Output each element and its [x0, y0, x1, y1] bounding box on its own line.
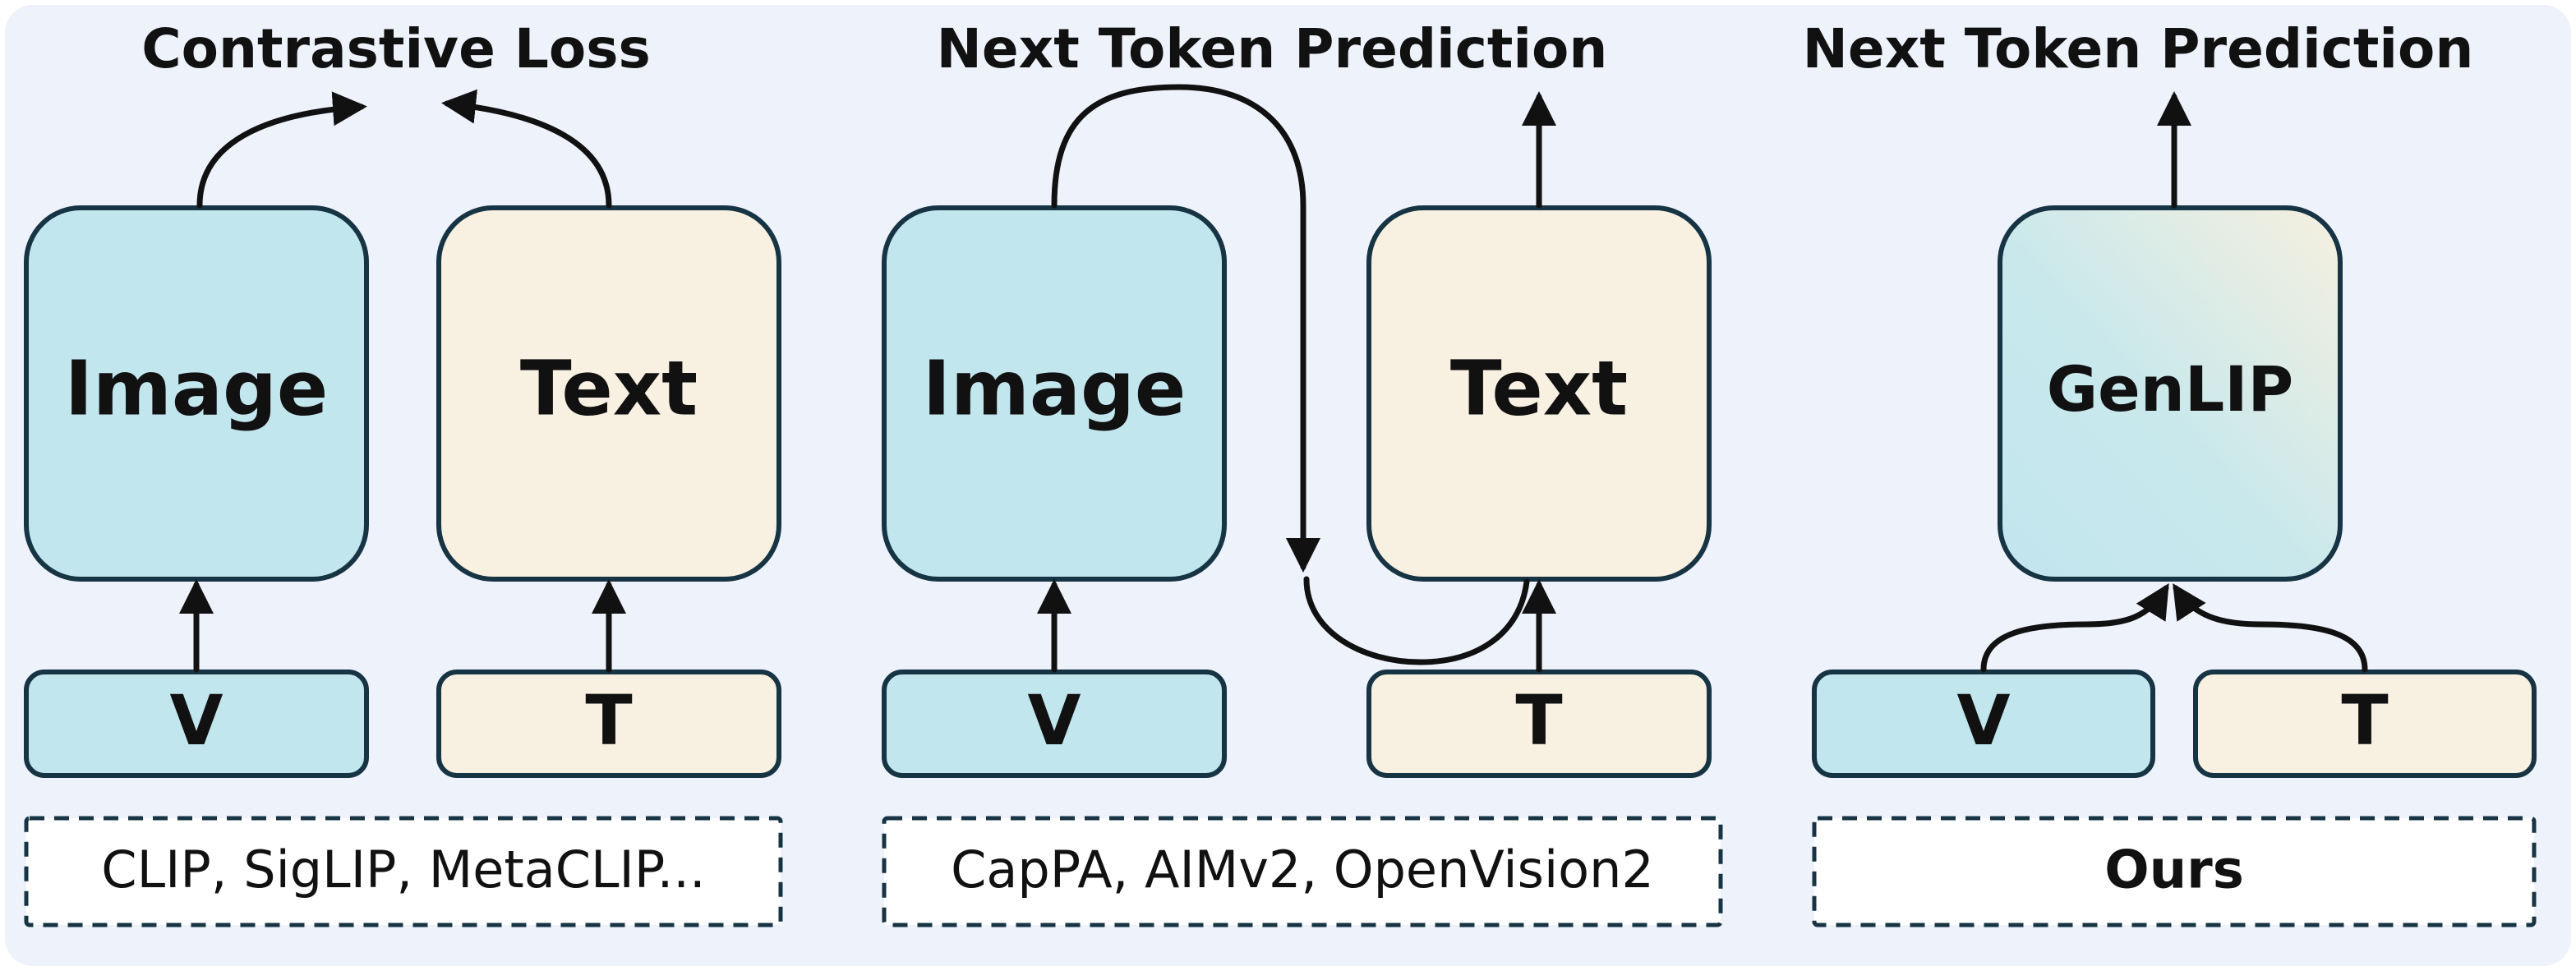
panel-3-caption: Ours	[2104, 840, 2244, 901]
panel-captioning: Next Token Prediction Image Text V T Cap…	[882, 17, 1723, 927]
panel-2-v-token-label: V	[1027, 680, 1081, 761]
panel-2-caption: CapPA, AIMv2, OpenVision2	[951, 840, 1654, 900]
panel-1-text-to-loss-arrow	[441, 89, 612, 209]
panel-2-image-encoder-label: Image	[923, 344, 1186, 432]
panel-3-genlip-label: GenLIP	[2047, 352, 2293, 426]
panel-2-image-feature-loop-arrow	[1051, 84, 1320, 573]
panel-ours: Next Token Prediction GenLIP V T Ours	[1803, 17, 2537, 927]
panel-3-genlip-model	[1998, 205, 2343, 582]
panel-2-caption-box	[882, 816, 1723, 927]
panel-contrastive: Contrastive Loss Image Text V T CLIP, Si…	[24, 17, 783, 927]
panel-3-caption-box	[1812, 816, 2537, 927]
panel-2-title: Next Token Prediction	[937, 17, 1608, 81]
panel-1-v-token-label: V	[169, 680, 223, 761]
panel-1-image-to-loss-arrow	[196, 91, 367, 209]
panel-3-t-token-label: T	[2341, 680, 2388, 761]
panel-3-v-to-genlip-arrow	[1980, 583, 2169, 673]
panel-1-text-encoder-label: Text	[520, 344, 698, 432]
panel-1-t-token-label: T	[585, 680, 632, 761]
panel-2-t-token-label: T	[1515, 680, 1562, 761]
panel-1-caption-box	[24, 816, 783, 927]
panel-3-v-token-label: V	[1956, 680, 2010, 761]
panel-1-title: Contrastive Loss	[141, 17, 651, 81]
panel-2-text-decoder-label: Text	[1450, 344, 1628, 432]
panel-2-token-feed-loop	[1303, 576, 1530, 665]
panel-1-image-encoder-label: Image	[65, 344, 328, 432]
panel-3-t-to-genlip-arrow	[2173, 583, 2368, 673]
panel-1-caption: CLIP, SigLIP, MetaCLIP...	[101, 840, 705, 900]
panel-3-title: Next Token Prediction	[1803, 17, 2474, 81]
